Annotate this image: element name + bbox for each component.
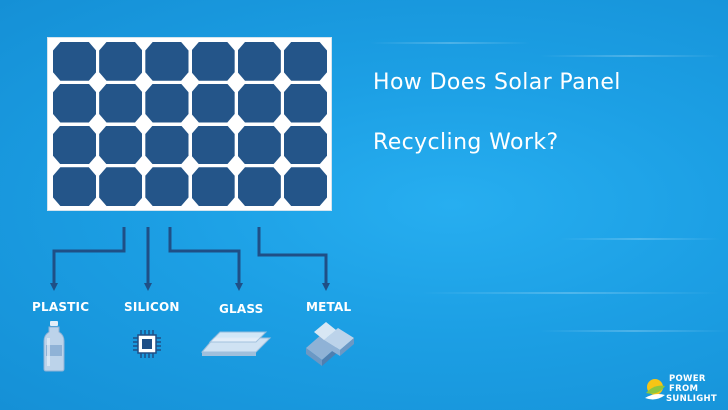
material-label-glass: GLASS — [219, 302, 264, 316]
arrowhead-glass — [235, 283, 243, 291]
solar-cell — [53, 42, 97, 81]
connector-metal — [257, 227, 328, 284]
arrowhead-silicon — [144, 283, 152, 291]
sun-leaf-logo-icon — [645, 379, 665, 400]
solar-cell — [283, 83, 327, 123]
silicon-chip-icon — [133, 330, 161, 358]
material-label-plastic: PLASTIC — [32, 300, 90, 314]
glass-sheet-icon — [200, 331, 272, 356]
background-streak — [560, 238, 720, 240]
background-streak — [540, 55, 720, 57]
solar-cell — [145, 167, 189, 206]
solar-cell — [191, 167, 235, 206]
solar-cell — [191, 42, 235, 81]
solar-cell — [237, 167, 281, 206]
solar-cell — [53, 167, 97, 206]
material-label-metal: METAL — [306, 300, 352, 314]
page-title-line-1: How Does Solar Panel — [373, 70, 621, 95]
solar-cell — [237, 83, 281, 123]
power-from-sunlight-logo: POWER FROM SUNLIGHT — [644, 372, 726, 406]
solar-cell — [145, 83, 189, 123]
connector-plastic — [52, 227, 126, 284]
solar-cell — [145, 42, 189, 81]
background-streak — [370, 42, 530, 44]
solar-cell — [99, 167, 143, 206]
solar-cell — [237, 42, 281, 81]
metal-ingot-icon — [306, 322, 354, 366]
connector-glass — [168, 227, 241, 284]
solar-cell-grid — [53, 42, 327, 206]
background-streak — [540, 330, 728, 332]
solar-cell — [191, 125, 235, 165]
solar-cell — [99, 42, 143, 81]
solar-cell — [237, 125, 281, 165]
arrowhead-plastic — [50, 283, 58, 291]
solar-cell — [99, 125, 143, 165]
solar-cell — [99, 83, 143, 123]
material-label-silicon: SILICON — [124, 300, 180, 314]
plastic-bottle-icon — [43, 321, 65, 372]
solar-cell — [145, 125, 189, 165]
page-title-line-2: Recycling Work? — [373, 130, 559, 155]
logo-text-line-3: SUNLIGHT — [666, 394, 718, 404]
arrowhead-metal — [322, 283, 330, 291]
logo-text-line-1: POWER — [669, 374, 706, 384]
solar-panel — [47, 37, 332, 211]
solar-cell — [283, 125, 327, 165]
solar-cell — [53, 83, 97, 123]
background-streak — [420, 292, 720, 294]
solar-cell — [53, 125, 97, 165]
solar-cell — [191, 83, 235, 123]
solar-cell — [283, 42, 327, 81]
solar-cell — [283, 167, 327, 206]
logo-text-line-2: FROM — [669, 384, 699, 394]
